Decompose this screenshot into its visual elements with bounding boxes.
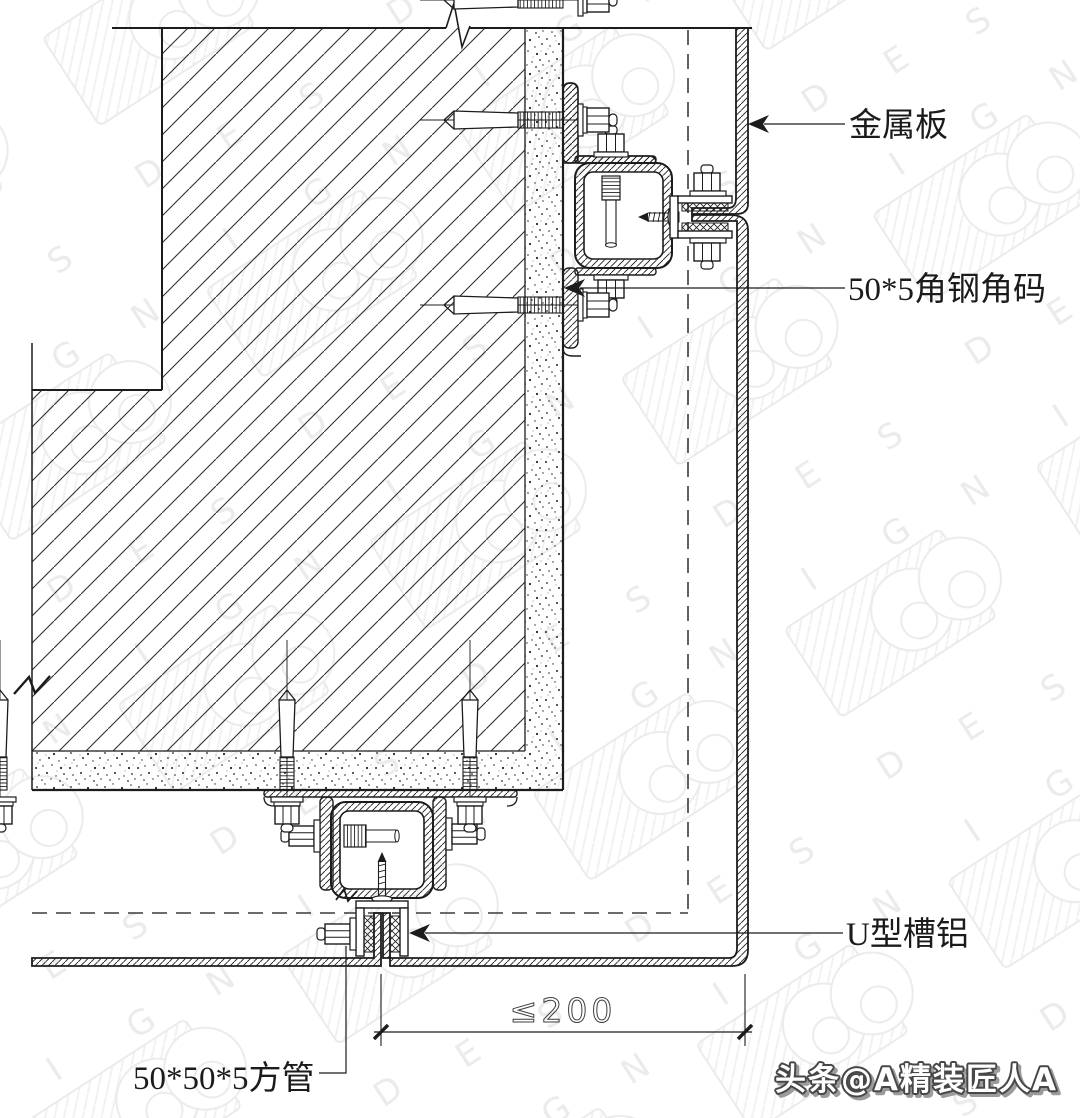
dashed-boundary-lines (32, 30, 689, 914)
u-channel-right (669, 164, 733, 270)
label-square-tube: 50*50*5方管 (133, 946, 347, 1097)
leader-arrow-icon (409, 924, 430, 942)
expansion-anchor-wall (420, 0, 618, 17)
label-angle-code: 50*5角钢角码 (564, 271, 1046, 308)
label-metal-panel: 金属板 (748, 107, 948, 144)
expansion-anchor-ceiling (0, 640, 17, 833)
credit-text: 头条@A精装匠人A (775, 1062, 1058, 1098)
section-cut-line-top (112, 2, 752, 50)
gasket-upper (681, 202, 729, 212)
metal-panel-upper (691, 27, 749, 215)
u-channel-bottom (316, 900, 409, 957)
break-mark-tube (335, 887, 358, 903)
angle-leg-right (432, 796, 447, 891)
gasket-lower (681, 222, 729, 232)
bolt-left-ceiling (280, 819, 400, 853)
dim-tick-right (736, 1023, 754, 1041)
svg-text:50*50*5方管: 50*50*5方管 (133, 1060, 315, 1097)
break-line-left-icon (13, 674, 51, 696)
label-u-channel: U型槽铝 (409, 916, 969, 953)
channel-bolt-right (689, 164, 727, 270)
gasket-left (363, 915, 375, 953)
svg-text:50*5角钢角码: 50*5角钢角码 (848, 271, 1046, 308)
annotations: 金属板 50*5角钢角码 U型槽铝 50*50*5方管 (133, 107, 1046, 1097)
square-tube-wall (574, 162, 673, 269)
leader-arrow-icon (564, 279, 585, 297)
gasket-right (389, 915, 401, 953)
leader-arrow-icon (748, 115, 769, 133)
ceiling-bracket-assembly (263, 789, 518, 903)
break-line-icon (445, 2, 471, 50)
angle-plate-ceiling (263, 789, 518, 798)
credit-watermark: 头条@A精装匠人A 头条@A精装匠人A (773, 1060, 1061, 1103)
metal-panel-corner (382, 214, 749, 967)
credit-text-shadow: 头条@A精装匠人A (778, 1065, 1061, 1101)
channel-bolt-bottom (316, 917, 357, 951)
dimension-200: ≤200 (372, 974, 754, 1046)
svg-text:金属板: 金属板 (849, 107, 948, 144)
dim-tick-left (372, 1023, 390, 1041)
svg-text:U型槽铝: U型槽铝 (846, 916, 969, 953)
dimension-text: ≤200 (510, 991, 617, 1030)
square-tube-ceiling (330, 801, 434, 903)
